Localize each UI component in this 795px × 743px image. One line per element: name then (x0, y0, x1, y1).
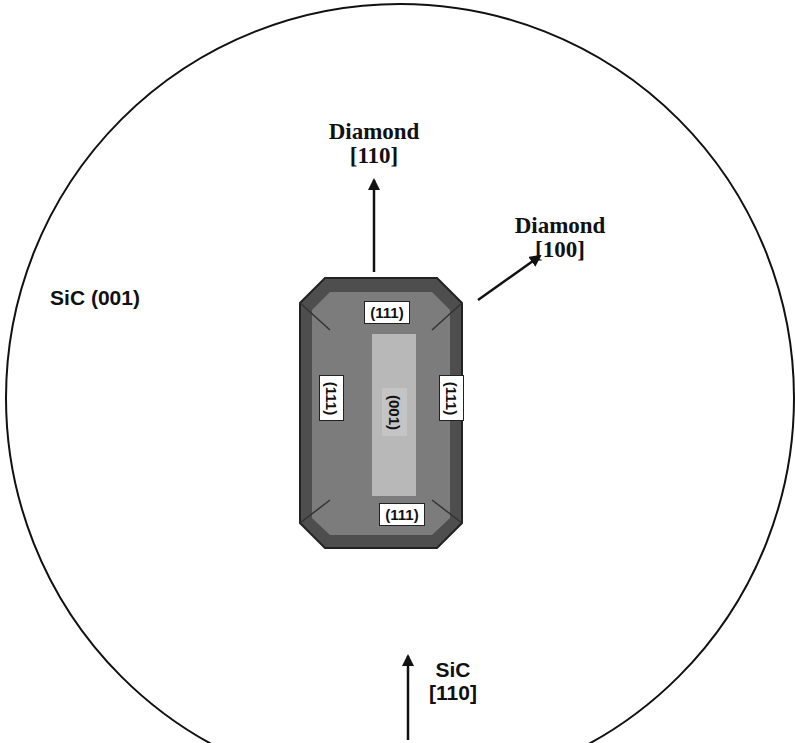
facet-label: (111) (443, 381, 460, 414)
substrate-label: SiC (001) (40, 286, 150, 309)
facet-box: (111) (379, 503, 425, 526)
direction-arrow (478, 256, 540, 300)
facet-box: (111) (439, 375, 464, 421)
crystal-top-face (372, 334, 416, 496)
direction-label: Diamond [110] (319, 120, 429, 168)
facet-label: (111) (385, 506, 418, 523)
facet-box: (001) (382, 388, 407, 436)
direction-arrow (407, 656, 410, 740)
facet-box: (111) (319, 375, 344, 421)
facet-box: (111) (364, 301, 410, 324)
wafer-outline (6, 4, 794, 743)
direction-label: SiC [110] (418, 658, 488, 704)
facet-label: (111) (370, 304, 403, 321)
crystal-outline (300, 278, 462, 548)
direction-label: Diamond [100] (505, 214, 615, 262)
direction-arrow (373, 180, 376, 272)
facet-label: (111) (323, 381, 340, 414)
facet-label: (001) (386, 394, 403, 429)
crystal-facets (312, 292, 450, 535)
